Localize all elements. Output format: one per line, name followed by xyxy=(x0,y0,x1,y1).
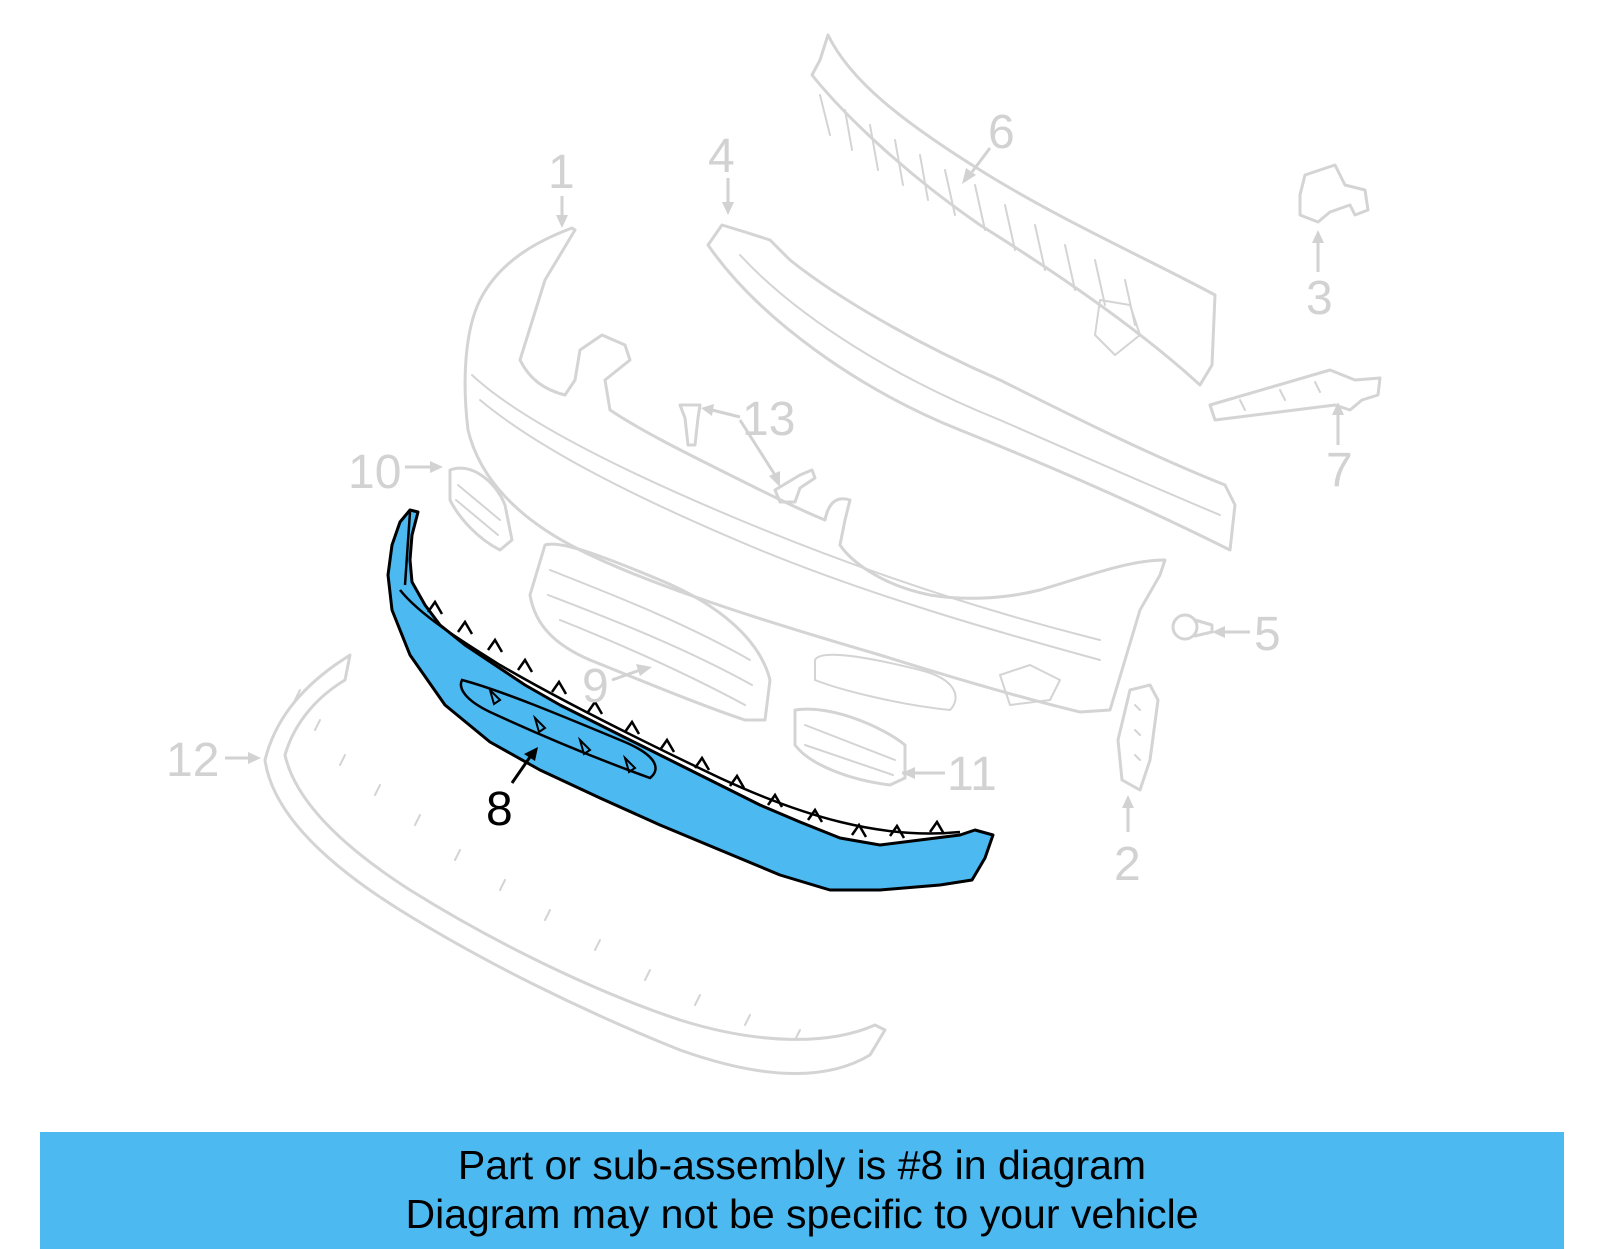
callout-8: 8 xyxy=(486,783,513,836)
part-2-side-bracket[interactable] xyxy=(1116,683,1160,792)
part-9-grille[interactable] xyxy=(528,542,772,722)
callout-12: 12 xyxy=(166,734,219,787)
callout-9: 9 xyxy=(582,660,609,713)
callout-4: 4 xyxy=(708,130,735,183)
callout-2: 2 xyxy=(1114,838,1141,891)
callout-11: 11 xyxy=(947,748,997,801)
part-13-bolts[interactable] xyxy=(678,403,817,504)
part-10-left-lamp-cover[interactable] xyxy=(448,466,514,552)
part-4-absorber[interactable] xyxy=(706,223,1237,552)
banner-line-1: Part or sub-assembly is #8 in diagram xyxy=(457,1142,1147,1188)
part-3-clip[interactable] xyxy=(1298,163,1370,224)
part-8-air-deflector[interactable] xyxy=(386,508,995,892)
part-7-bracket[interactable] xyxy=(1208,368,1382,422)
part-6-reinforcement[interactable] xyxy=(810,33,1217,387)
callout-7: 7 xyxy=(1326,444,1353,497)
part-12-lower-valance[interactable] xyxy=(263,653,887,1075)
callout-labels: 1 4 6 3 7 13 10 5 9 11 12 2 8 xyxy=(166,106,1353,891)
leader-lines xyxy=(225,147,1344,832)
callout-1: 1 xyxy=(548,146,575,199)
info-banner: Part or sub-assembly is #8 in diagram Di… xyxy=(40,1132,1564,1249)
callout-10: 10 xyxy=(348,446,401,499)
banner-line-2: Diagram may not be specific to your vehi… xyxy=(405,1191,1199,1237)
callout-6: 6 xyxy=(988,106,1015,159)
callout-13: 13 xyxy=(742,393,795,446)
callout-3: 3 xyxy=(1306,272,1333,325)
callout-5: 5 xyxy=(1254,608,1281,661)
part-1-bumper-cover[interactable] xyxy=(463,226,1167,714)
part-11-right-lamp-cover[interactable] xyxy=(793,707,907,787)
part-5-push-clip[interactable] xyxy=(1171,613,1214,641)
